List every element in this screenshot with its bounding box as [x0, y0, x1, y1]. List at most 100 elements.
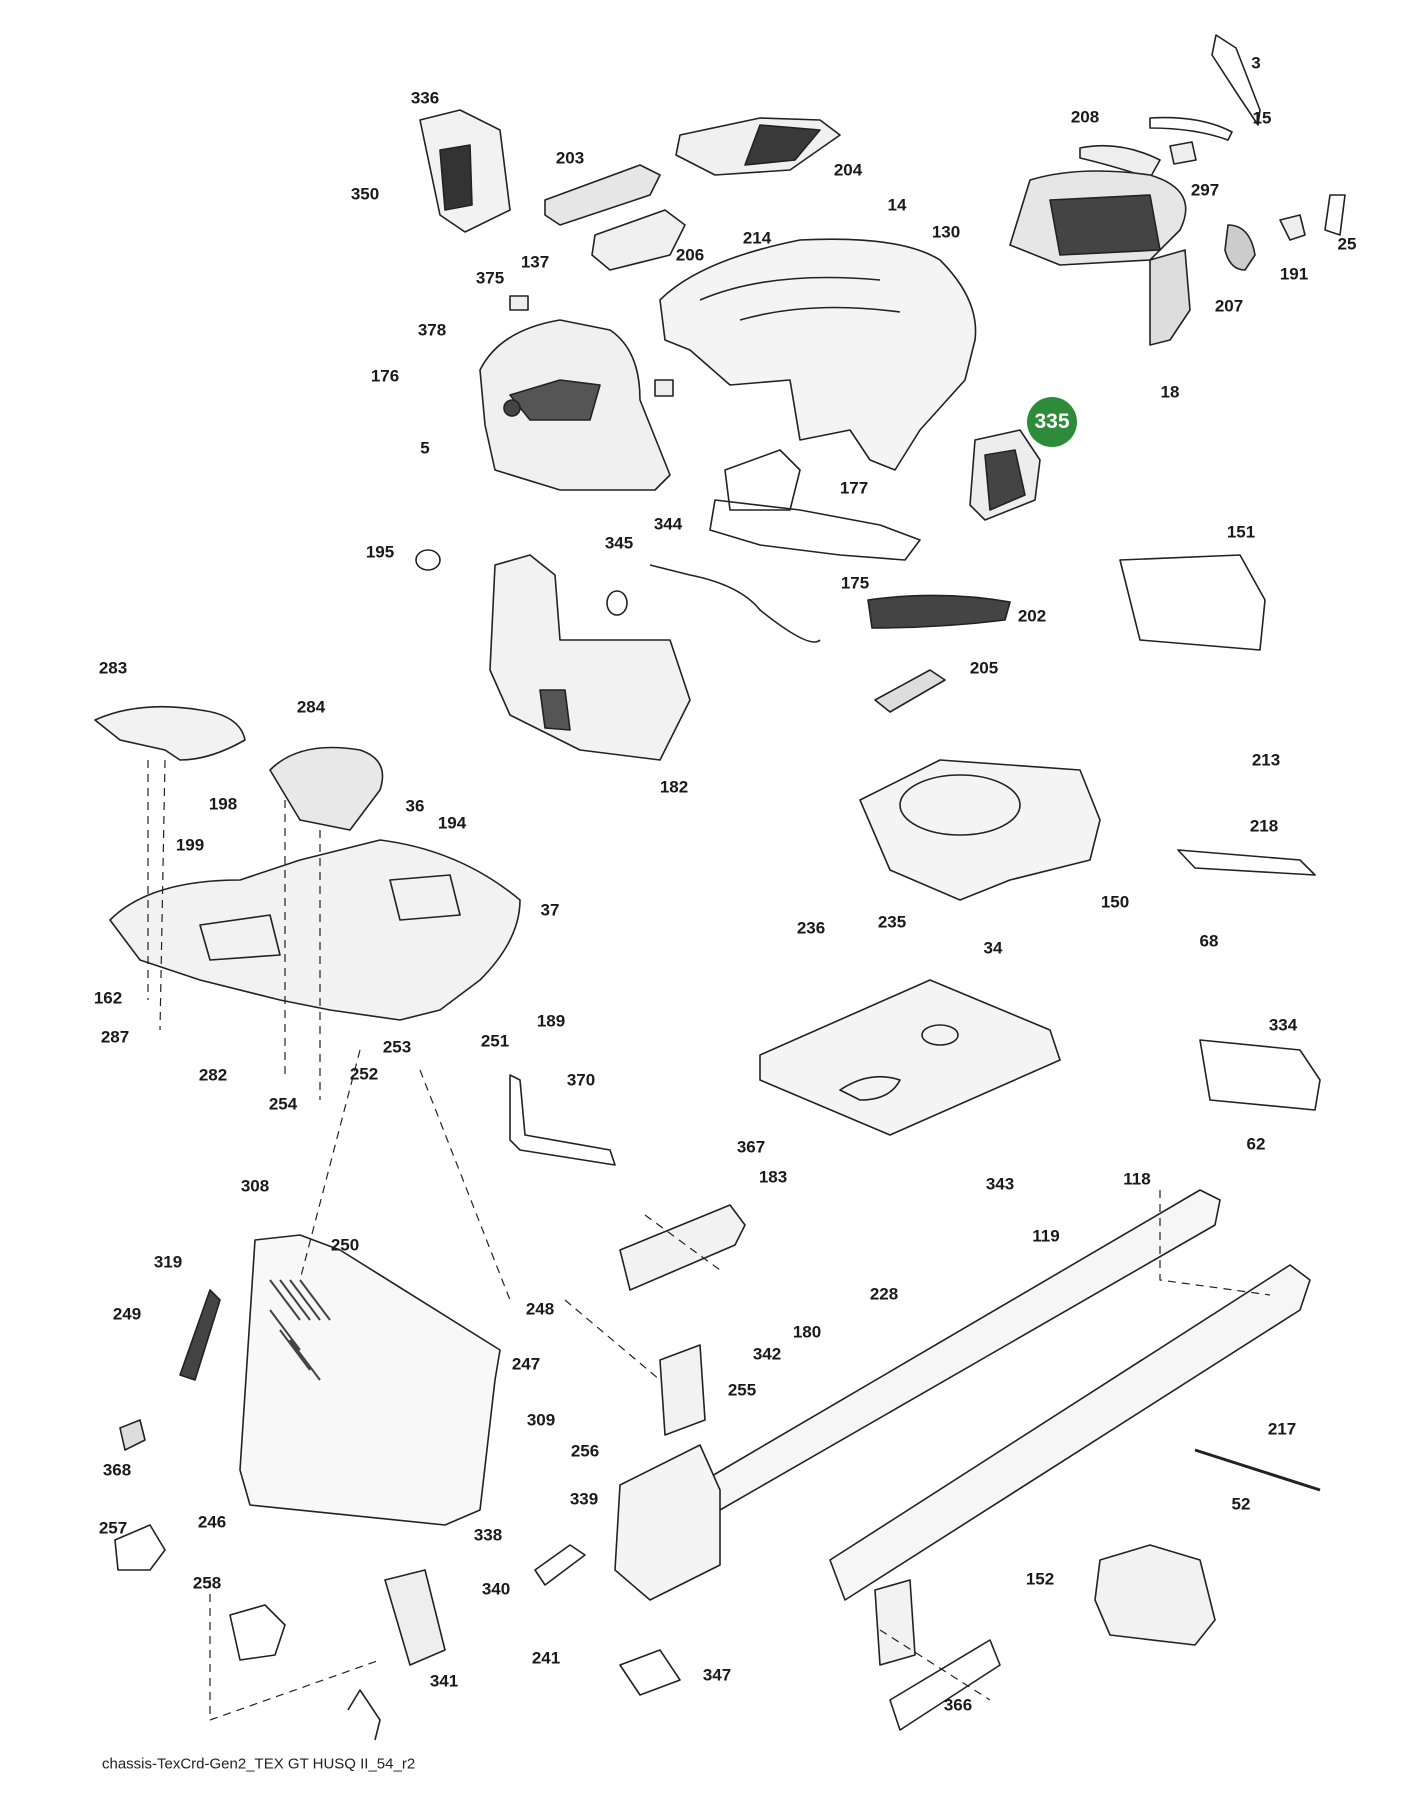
part-label[interactable]: 283 [98, 658, 128, 678]
part-label[interactable]: 368 [102, 1460, 132, 1480]
part-label[interactable]: 137 [520, 252, 550, 272]
part-label[interactable]: 340 [481, 1579, 511, 1599]
part-label[interactable]: 37 [540, 900, 560, 920]
part-label[interactable]: 251 [480, 1031, 510, 1051]
part-label[interactable]: 342 [752, 1344, 782, 1364]
part-label[interactable]: 257 [98, 1518, 128, 1538]
part-label[interactable]: 25 [1337, 234, 1357, 254]
part-label[interactable]: 235 [877, 912, 907, 932]
part-label[interactable]: 180 [792, 1322, 822, 1342]
part-label[interactable]: 195 [365, 542, 395, 562]
part-label[interactable]: 68 [1199, 931, 1219, 951]
part-label[interactable]: 62 [1246, 1134, 1266, 1154]
part-label[interactable]: 191 [1279, 264, 1309, 284]
part-label[interactable]: 18 [1160, 382, 1180, 402]
part-label[interactable]: 284 [296, 697, 326, 717]
part-label[interactable]: 152 [1025, 1569, 1055, 1589]
part-label[interactable]: 176 [370, 366, 400, 386]
part-label[interactable]: 241 [531, 1648, 561, 1668]
part-label[interactable]: 339 [569, 1489, 599, 1509]
part-label[interactable]: 344 [653, 514, 683, 534]
part-label[interactable]: 3 [1251, 53, 1261, 73]
highlight-label: 335 [1034, 410, 1070, 433]
part-label[interactable]: 52 [1231, 1494, 1251, 1514]
part-label[interactable]: 202 [1017, 606, 1047, 626]
part-334 [1199, 1039, 1321, 1111]
part-label[interactable]: 207 [1214, 296, 1244, 316]
part-label[interactable]: 343 [985, 1174, 1015, 1194]
part-218-plate [1177, 849, 1316, 876]
part-label[interactable]: 249 [112, 1304, 142, 1324]
part-label[interactable]: 319 [153, 1252, 183, 1272]
part-label[interactable]: 36 [405, 796, 425, 816]
part-label[interactable]: 34 [983, 938, 1003, 958]
part-label[interactable]: 203 [555, 148, 585, 168]
part-label[interactable]: 250 [330, 1235, 360, 1255]
part-347 [619, 1649, 681, 1696]
part-label[interactable]: 347 [702, 1665, 732, 1685]
part-label[interactable]: 345 [604, 533, 634, 553]
part-label[interactable]: 205 [969, 658, 999, 678]
part-label[interactable]: 217 [1267, 1419, 1297, 1439]
part-label[interactable]: 336 [410, 88, 440, 108]
part-label[interactable]: 370 [566, 1070, 596, 1090]
part-label[interactable]: 206 [675, 245, 705, 265]
part-label[interactable]: 282 [198, 1065, 228, 1085]
part-label[interactable]: 183 [758, 1167, 788, 1187]
part-label[interactable]: 175 [840, 573, 870, 593]
part-368 [119, 1419, 146, 1451]
part-367 [619, 1204, 746, 1291]
part-label[interactable]: 15 [1252, 108, 1272, 128]
part-label[interactable]: 14 [887, 195, 907, 215]
part-label[interactable]: 334 [1268, 1015, 1298, 1035]
part-label[interactable]: 177 [839, 478, 869, 498]
part-label[interactable]: 378 [417, 320, 447, 340]
highlighted-part-callout[interactable]: 335 [1027, 397, 1077, 447]
part-label[interactable]: 338 [473, 1525, 503, 1545]
part-label[interactable]: 218 [1249, 816, 1279, 836]
part-180-frame [704, 1189, 1221, 1511]
part-label[interactable]: 253 [382, 1037, 412, 1057]
part-label[interactable]: 5 [420, 438, 430, 458]
part-label[interactable]: 236 [796, 918, 826, 938]
part-label[interactable]: 162 [93, 988, 123, 1008]
part-label[interactable]: 287 [100, 1027, 130, 1047]
part-label[interactable]: 341 [429, 1671, 459, 1691]
part-label[interactable]: 297 [1190, 180, 1220, 200]
part-label[interactable]: 254 [268, 1094, 298, 1114]
part-label[interactable]: 309 [526, 1410, 556, 1430]
part-label[interactable]: 256 [570, 1441, 600, 1461]
part-label[interactable]: 375 [475, 268, 505, 288]
part-label[interactable]: 308 [240, 1176, 270, 1196]
part-label[interactable]: 248 [525, 1299, 555, 1319]
part-label[interactable]: 258 [192, 1573, 222, 1593]
part-label[interactable]: 208 [1070, 107, 1100, 127]
part-label[interactable]: 228 [869, 1284, 899, 1304]
part-label[interactable]: 199 [175, 835, 205, 855]
part-label[interactable]: 246 [197, 1512, 227, 1532]
part-label[interactable]: 119 [1032, 1226, 1060, 1246]
part-202-vent [867, 594, 1011, 629]
part-283-fender [94, 705, 246, 761]
part-217-rod [1194, 1448, 1321, 1492]
part-label[interactable]: 204 [833, 160, 863, 180]
part-label[interactable]: 213 [1251, 750, 1281, 770]
part-label[interactable]: 151 [1226, 522, 1256, 542]
part-label[interactable]: 247 [511, 1354, 541, 1374]
part-175-frame [709, 499, 921, 561]
part-label[interactable]: 214 [742, 228, 772, 248]
part-label[interactable]: 118 [1123, 1169, 1151, 1189]
part-label[interactable]: 350 [350, 184, 380, 204]
part-label[interactable]: 367 [736, 1137, 766, 1157]
part-label[interactable]: 252 [349, 1064, 379, 1084]
part-label[interactable]: 150 [1100, 892, 1130, 912]
part-label[interactable]: 255 [727, 1380, 757, 1400]
part-319-lever [179, 1289, 221, 1381]
part-label[interactable]: 189 [536, 1011, 566, 1031]
part-label[interactable]: 130 [931, 222, 961, 242]
part-label[interactable]: 182 [659, 777, 689, 797]
part-label[interactable]: 366 [943, 1695, 973, 1715]
part-label[interactable]: 194 [437, 813, 467, 833]
part-label[interactable]: 198 [208, 794, 238, 814]
